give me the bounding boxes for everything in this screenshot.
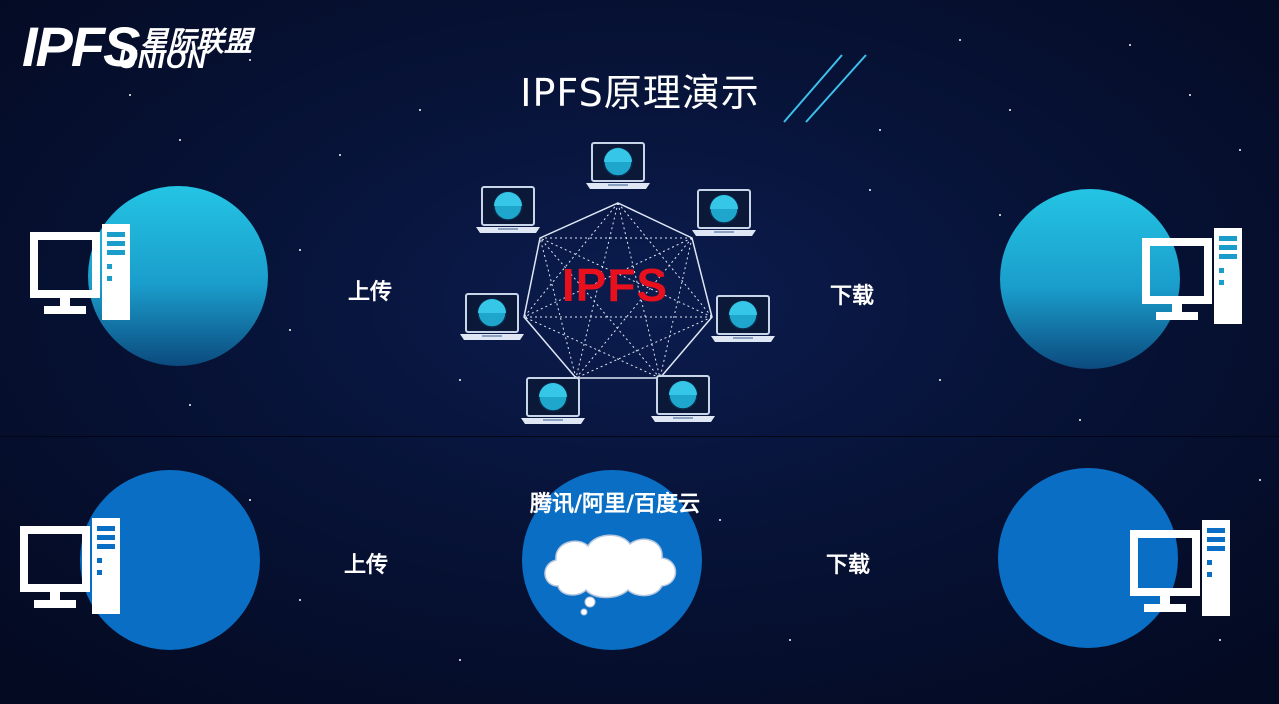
computer-icon: [30, 224, 130, 320]
top-left-circle: [88, 186, 268, 366]
top-download-label: 下载: [830, 284, 875, 309]
cloud-icon: [544, 534, 677, 616]
bottom-upload-label: 上传: [344, 553, 389, 578]
logo-union-text: UNION: [118, 44, 207, 74]
stars: [59, 39, 1261, 661]
logo-ipfs-text: IPFS: [22, 15, 140, 78]
computer-icon: [1130, 520, 1230, 616]
title-slash-1: [783, 54, 843, 123]
title-slash-2: [805, 54, 867, 123]
top-upload-label: 上传: [348, 280, 393, 305]
bottom-right-circle: [998, 468, 1178, 648]
cloud-caption: 腾讯/阿里/百度云: [529, 492, 701, 517]
laptop-icon: [475, 186, 541, 234]
computer-icon: [20, 518, 120, 614]
computer-icon: [1142, 228, 1242, 324]
bottom-left-circle: [80, 470, 260, 650]
network-edges: [523, 202, 713, 379]
section-divider: [0, 436, 1279, 437]
laptop-icon: [691, 189, 757, 237]
ipfs-center-label: IPFS: [561, 259, 669, 311]
laptop-icon: [650, 375, 716, 423]
page-title: IPFS原理演示: [520, 71, 760, 115]
laptop-icon: [459, 293, 525, 341]
laptop-icon: [710, 295, 776, 343]
ipfs-network-diagram: [459, 142, 776, 425]
laptop-icon: [520, 377, 586, 425]
bottom-download-label: 下载: [826, 553, 871, 578]
top-right-circle: [1000, 189, 1180, 369]
laptop-icon: [585, 142, 651, 190]
logo-cn-text: 星际联盟: [140, 25, 253, 58]
